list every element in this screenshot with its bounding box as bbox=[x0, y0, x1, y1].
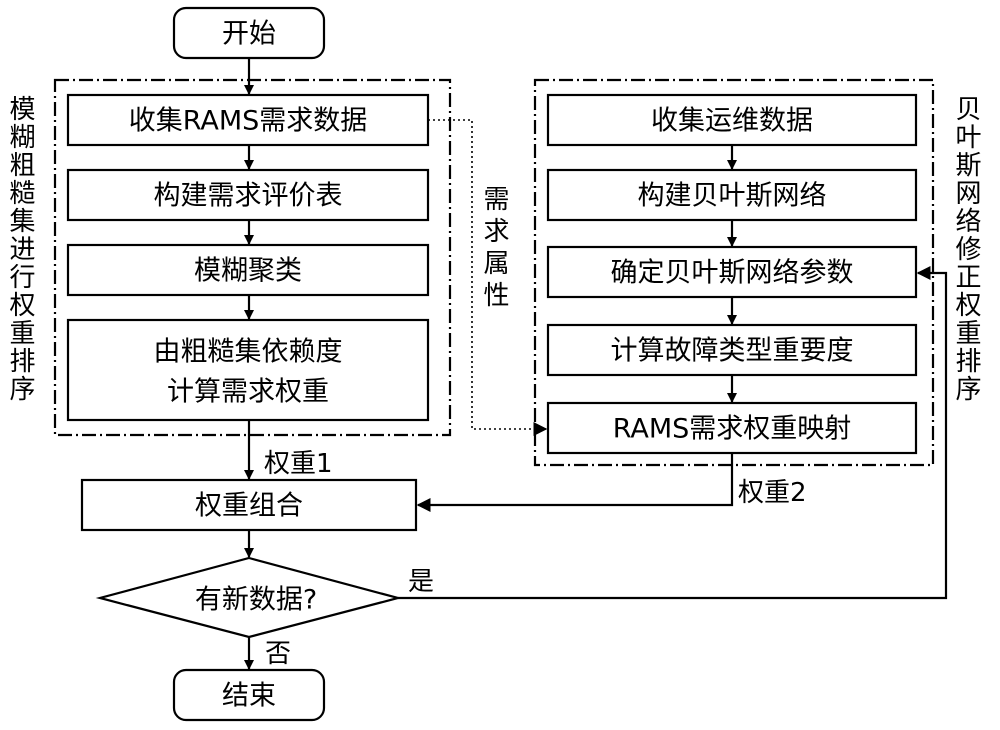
rams-mapping-label: RAMS需求权重映射 bbox=[613, 414, 852, 445]
edge-mapping-to-combo bbox=[418, 453, 732, 505]
end-label: 结束 bbox=[222, 681, 276, 712]
start-label: 开始 bbox=[222, 19, 276, 50]
rough-set-label-line2: 计算需求权重 bbox=[167, 377, 329, 408]
right-group-label: 贝叶斯网络修正权重排序 bbox=[951, 95, 981, 403]
build-table-label: 构建需求评价表 bbox=[154, 181, 343, 212]
build-bn-label: 构建贝叶斯网络 bbox=[638, 181, 827, 212]
weight2-label: 权重2 bbox=[738, 478, 807, 508]
weight-combo-label: 权重组合 bbox=[195, 491, 303, 522]
demand-attribute-label: 需求属性 bbox=[479, 185, 509, 313]
no-label: 否 bbox=[265, 639, 291, 669]
fault-importance-label: 计算故障类型重要度 bbox=[611, 336, 854, 367]
collect-ops-label: 收集运维数据 bbox=[651, 106, 813, 137]
bn-params-label: 确定贝叶斯网络参数 bbox=[611, 258, 854, 289]
left-group-label: 模糊粗糙集进行权重排序 bbox=[5, 95, 35, 403]
rough-set-label-line1: 由粗糙集依赖度 bbox=[154, 337, 343, 368]
fuzzy-cluster-label: 模糊聚类 bbox=[194, 256, 302, 287]
collect-rams-label: 收集RAMS需求数据 bbox=[129, 106, 368, 137]
new-data-label: 有新数据? bbox=[195, 585, 317, 616]
weight1-label: 权重1 bbox=[264, 449, 333, 479]
yes-label: 是 bbox=[408, 567, 434, 597]
